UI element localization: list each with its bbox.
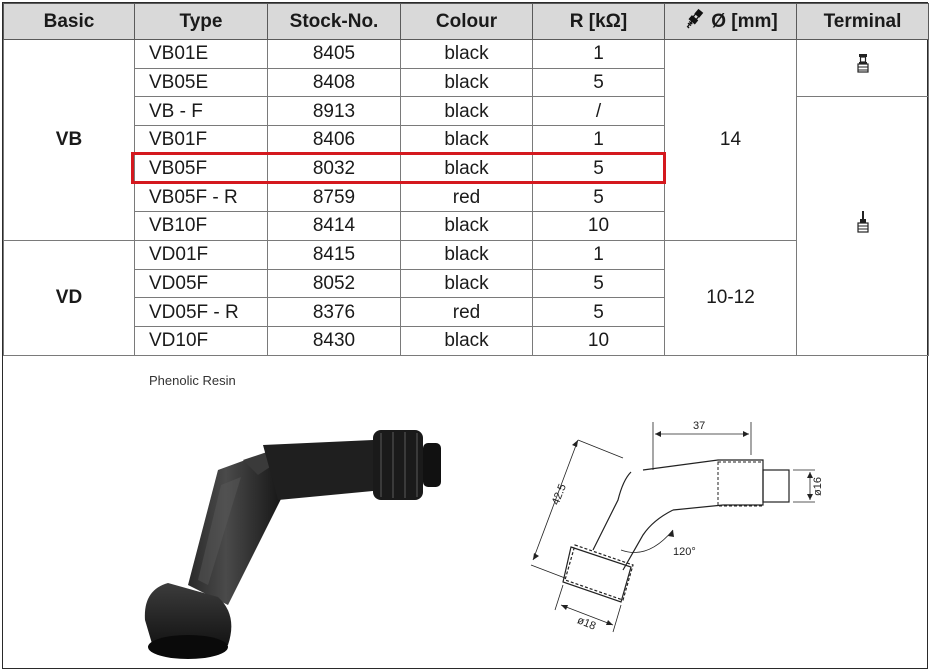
cell-stock: 8913 — [267, 96, 401, 127]
cell-type: VD10F — [134, 325, 268, 356]
cell-colour: red — [400, 182, 533, 213]
cell-type: VB01E — [134, 39, 268, 69]
cell-type: VD05F — [134, 268, 268, 299]
cell-stock: 8405 — [267, 39, 401, 69]
cell-colour: black — [400, 67, 533, 98]
cell-colour: black — [400, 211, 533, 241]
cell-colour: black — [400, 239, 533, 270]
cell-type: VB05F - R — [134, 182, 268, 213]
cell-type: VD05F - R — [134, 297, 268, 327]
table-row: VB01F 8406 black 1 — [4, 125, 929, 155]
spec-table: Basic Type Stock-No. Colour R [kΩ] — [3, 3, 929, 356]
spark-plug-icon — [683, 8, 705, 36]
cell-resistance: 5 — [532, 67, 665, 98]
table-row: VD05F - R 8376 red 5 — [4, 297, 929, 327]
cell-resistance: / — [532, 96, 665, 127]
cell-colour: black — [400, 39, 533, 69]
cell-resistance: 5 — [532, 268, 665, 299]
cell-stock: 8406 — [267, 125, 401, 155]
header-row: Basic Type Stock-No. Colour R [kΩ] — [3, 3, 929, 40]
cell-resistance: 1 — [532, 39, 665, 69]
group-vd: VD — [3, 239, 135, 356]
diameter-vd: 10-12 — [664, 239, 797, 356]
cell-type: VB05E — [134, 67, 268, 98]
header-type: Type — [134, 3, 268, 40]
dim-height-label: 42.5 — [550, 482, 569, 506]
cell-resistance: 1 — [532, 239, 665, 270]
cell-stock: 8415 — [267, 239, 401, 270]
dim-right-dia-label: ø16 — [812, 477, 824, 496]
table-row: VB VB01E 8405 black 1 14 — [3, 38, 929, 241]
cell-resistance: 5 — [532, 182, 665, 213]
cell-stock: 8414 — [267, 211, 401, 241]
header-colour: Colour — [400, 3, 533, 40]
header-diameter-label: Ø [mm] — [711, 10, 778, 32]
cell-colour: red — [400, 297, 533, 327]
cell-type: VB10F — [134, 211, 268, 241]
dim-length-label: 37 — [693, 420, 705, 432]
cell-resistance: 1 — [532, 125, 665, 155]
cell-resistance: 10 — [532, 325, 665, 356]
header-stock-no: Stock-No. — [267, 3, 401, 40]
cell-colour: black — [400, 268, 533, 299]
terminal-pin-cell — [796, 96, 929, 356]
cell-type: VD01F — [134, 239, 268, 270]
cell-stock: 8052 — [267, 268, 401, 299]
product-panel: Phenolic Resin — [3, 355, 928, 668]
header-diameter: Ø [mm] — [664, 3, 797, 40]
technical-drawing: 37 ø16 42.5 120° ø18 — [530, 420, 824, 633]
cell-resistance: 5 — [532, 297, 665, 327]
terminal-screw-cell — [796, 38, 929, 98]
cell-type: VB01F — [134, 125, 268, 155]
plug-cap-photo — [144, 430, 441, 659]
screw-terminal-icon — [856, 53, 870, 83]
group-vb: VB — [3, 39, 135, 241]
cell-stock: 8430 — [267, 325, 401, 356]
angle-label: 120° — [673, 546, 696, 558]
table-row: VB - F 8913 black / — [4, 96, 929, 356]
header-basic: Basic — [3, 3, 135, 40]
cell-resistance: 10 — [532, 211, 665, 241]
row-highlight-box — [131, 152, 666, 184]
cell-colour: black — [400, 125, 533, 155]
table-row: VD VD01F 8415 black 1 10-12 — [3, 239, 929, 356]
cell-stock: 8376 — [267, 297, 401, 327]
cell-colour: black — [400, 325, 533, 356]
cell-colour: black — [400, 153, 533, 184]
cell-stock: 8408 — [267, 67, 401, 98]
header-resistance: R [kΩ] — [532, 3, 665, 40]
material-label: Phenolic Resin — [149, 373, 236, 388]
diameter-vb: 14 — [664, 39, 797, 241]
cell-type: VB - F — [134, 96, 268, 127]
header-terminal: Terminal — [796, 3, 929, 40]
table-row: VB05E 8408 black 5 — [4, 67, 929, 98]
table-row: VD10F 8430 black 10 — [4, 325, 929, 356]
cell-colour: black — [400, 96, 533, 127]
dim-bottom-dia-label: ø18 — [575, 614, 597, 632]
table-row-highlighted: VB05F 8032 black 5 — [4, 153, 929, 184]
pin-terminal-icon — [856, 210, 870, 242]
table-row: VD05F 8052 black 5 — [4, 268, 929, 299]
cell-stock: 8759 — [267, 182, 401, 213]
